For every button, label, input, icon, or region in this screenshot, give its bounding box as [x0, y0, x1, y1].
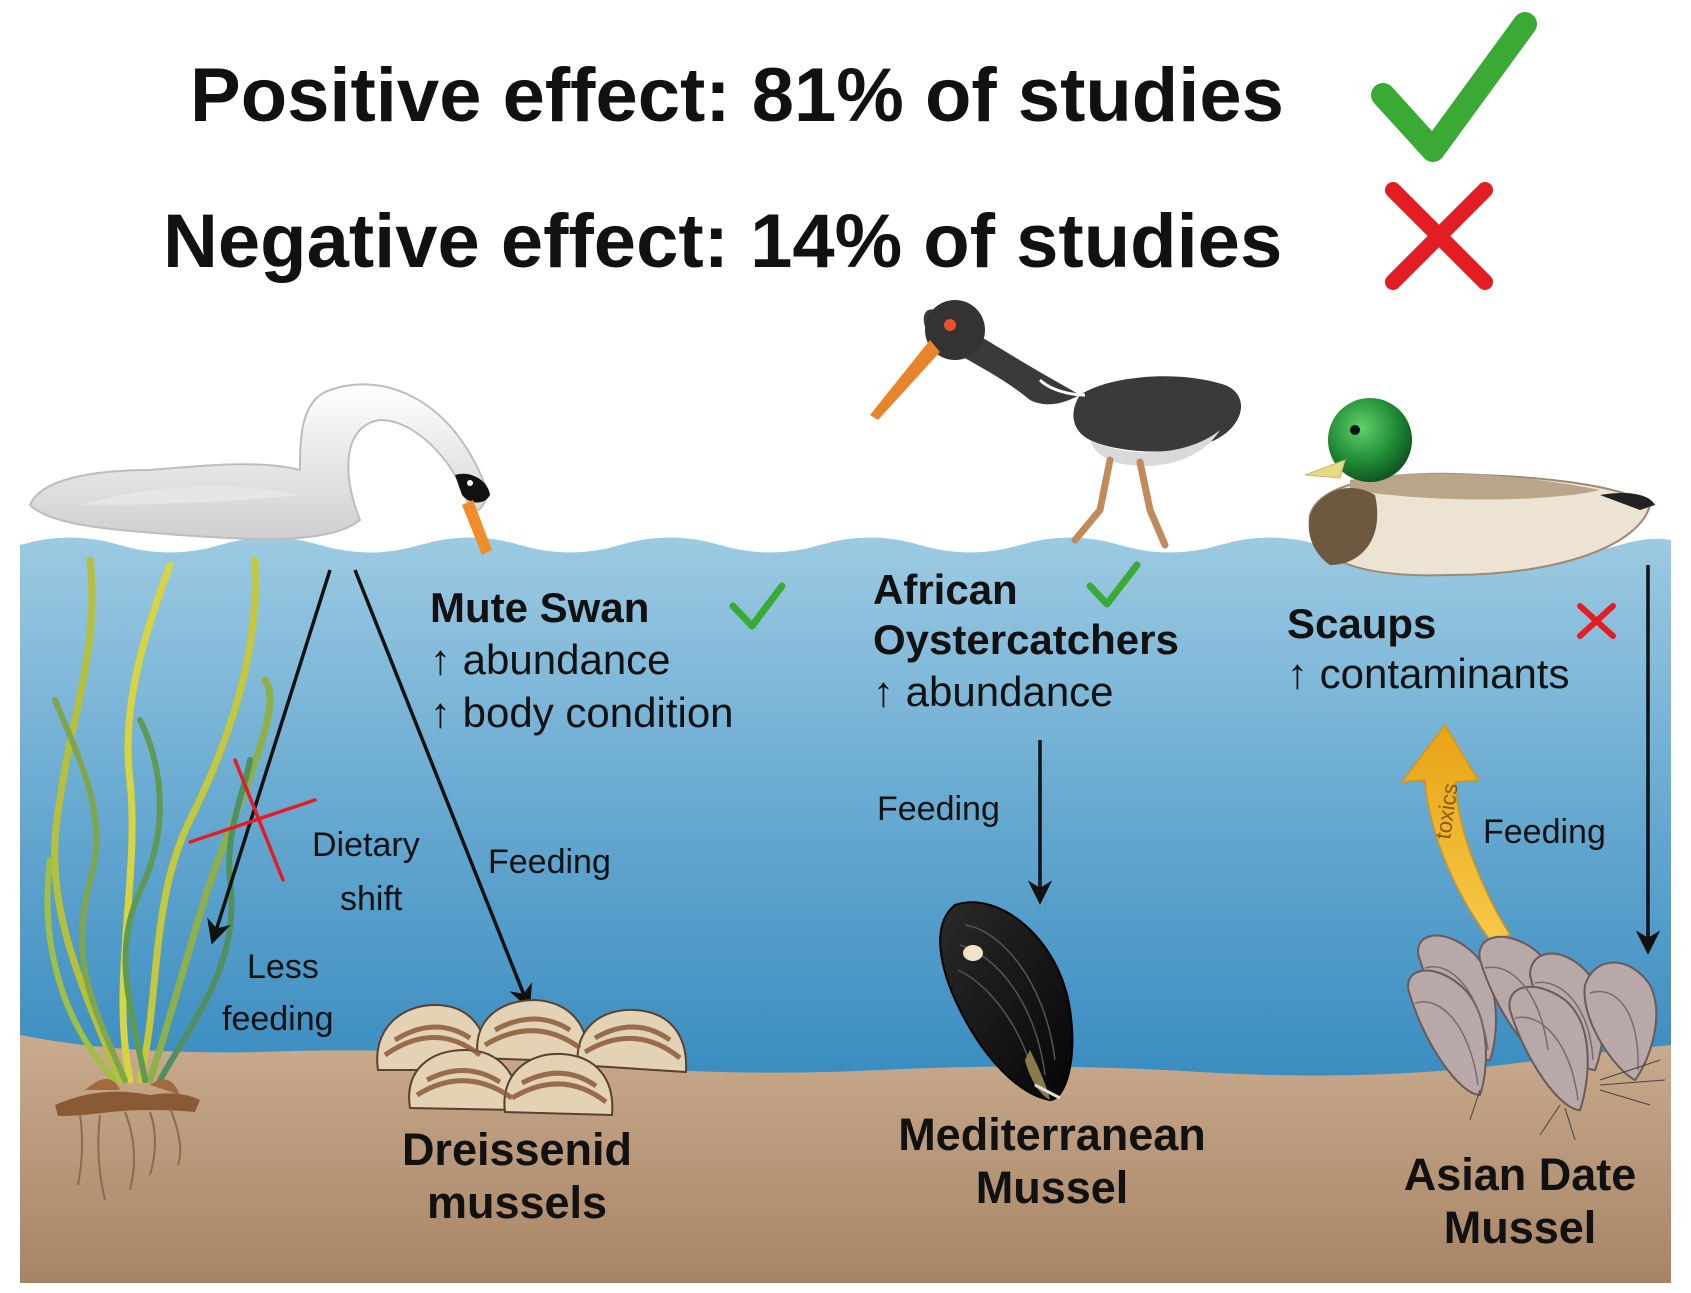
- oystercatcher-name-line1: African: [873, 566, 1018, 613]
- dreissenid-label-line2: mussels: [427, 1177, 607, 1228]
- oystercatcher-effect-abundance: ↑ abundance: [873, 668, 1114, 715]
- scaup-cross-icon: [1577, 603, 1616, 639]
- mediterranean-mussel-illustration: [939, 901, 1074, 1102]
- swan-feeding-label: Feeding: [488, 843, 611, 881]
- header: Positive effect: 81% of studies Negative…: [163, 12, 1537, 290]
- less-feeding-label-line2: feeding: [222, 1000, 334, 1038]
- scaup-name: Scaups: [1287, 600, 1436, 647]
- arrows: [207, 565, 1661, 1010]
- dreissenid-label-line1: Dreissenid: [402, 1124, 632, 1175]
- scaup-duck-illustration: [1304, 398, 1655, 577]
- asian-date-label-line2: Mussel: [1444, 1202, 1597, 1253]
- mute-swan-illustration: [28, 383, 492, 555]
- negative-effect-text: Negative effect: 14% of studies: [163, 199, 1282, 284]
- cross-icon: [1385, 182, 1493, 290]
- oystercatcher-illustration: [870, 300, 1242, 549]
- water-body: [20, 537, 1671, 1080]
- mediterranean-label-line1: Mediterranean: [898, 1109, 1206, 1160]
- blocked-feeding-cross-icon: [188, 758, 317, 882]
- toxics-arrow: [1400, 723, 1512, 941]
- scaup-feeding-label: Feeding: [1483, 813, 1606, 851]
- seagrass-roots: [55, 1079, 200, 1201]
- dietary-shift-label-line1: Dietary: [312, 826, 420, 864]
- swan-effect-abundance: ↑ abundance: [430, 636, 671, 683]
- dreissenid-mussels-illustration: [376, 998, 688, 1117]
- oystercatcher-check-icon: [1086, 561, 1141, 608]
- seagrass: [44, 556, 274, 1084]
- asian-date-mussels-illustration: [1407, 934, 1666, 1141]
- scaup-effect-contaminants: ↑ contaminants: [1287, 650, 1569, 697]
- swan-name: Mute Swan: [430, 584, 649, 631]
- asian-date-label-line1: Asian Date: [1404, 1149, 1637, 1200]
- check-icon: [1371, 12, 1537, 162]
- oystercatcher-name-line2: Oystercatchers: [873, 616, 1179, 663]
- positive-effect-text: Positive effect: 81% of studies: [190, 53, 1284, 138]
- swan-check-icon: [729, 582, 786, 630]
- dietary-shift-label-line2: shift: [340, 880, 403, 918]
- less-feeding-label-line1: Less: [247, 948, 319, 986]
- swan-effect-body-condition: ↑ body condition: [430, 689, 734, 736]
- mediterranean-label-line2: Mussel: [976, 1162, 1129, 1213]
- oystercatcher-feeding-label: Feeding: [877, 790, 1000, 828]
